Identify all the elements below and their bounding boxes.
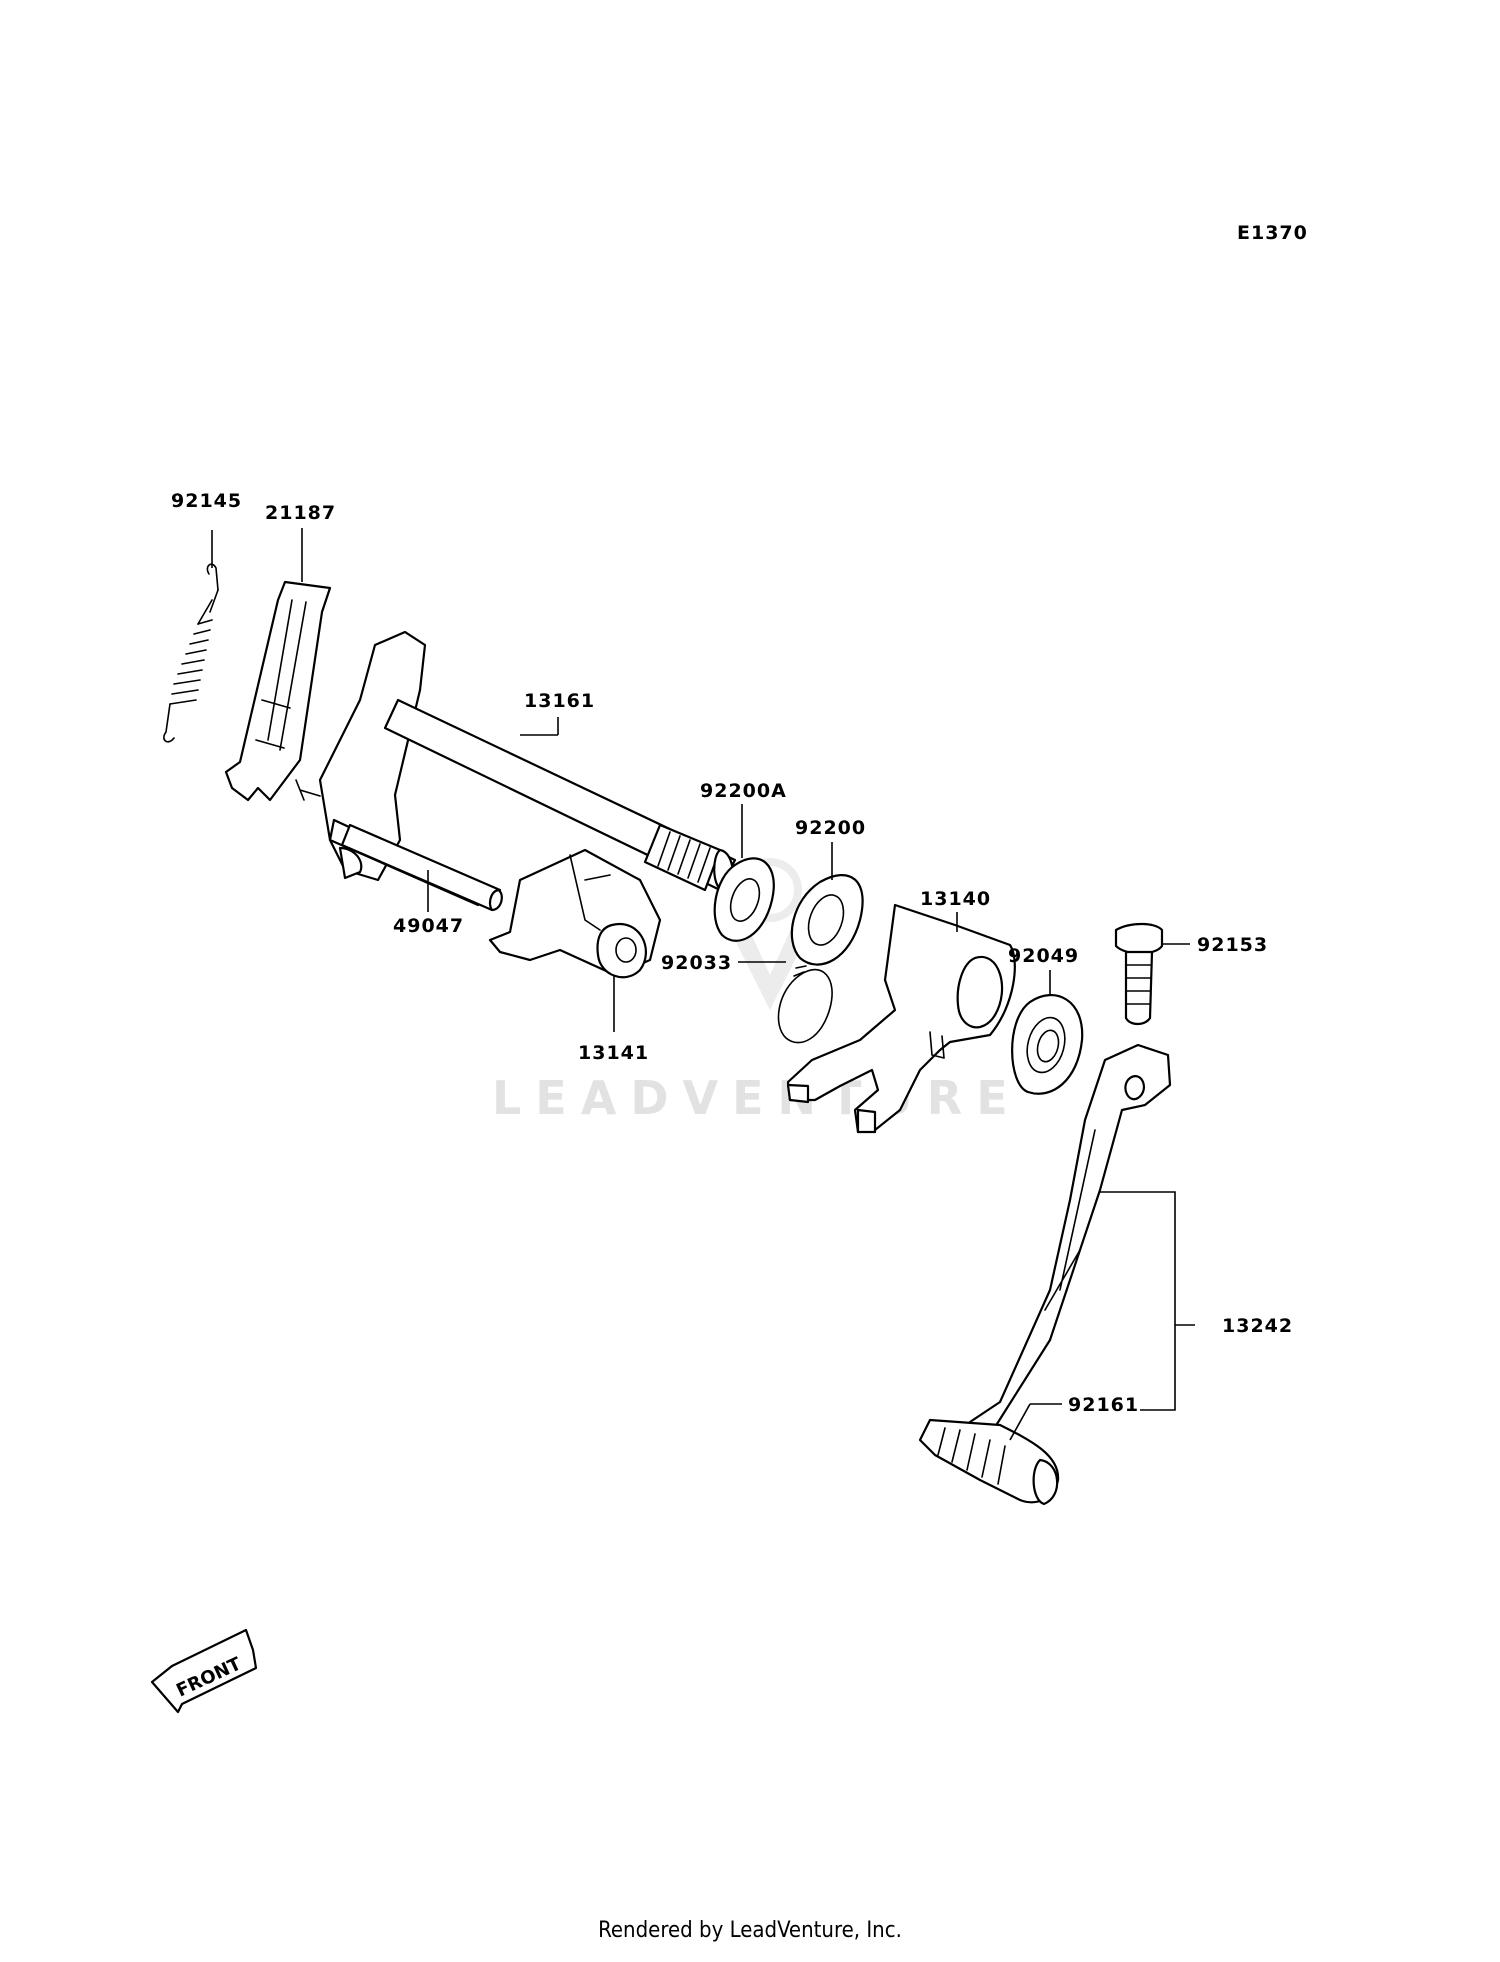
part-labels: 92145 21187 13161 92200A 92200 13140 920… — [171, 490, 1293, 1416]
label-49047: 49047 — [393, 915, 464, 937]
part-92145-spring — [163, 563, 219, 743]
part-21187-plate — [224, 580, 332, 802]
part-92161-pedal-rubber — [918, 1418, 1060, 1506]
label-13242: 13242 — [1222, 1315, 1293, 1337]
part-92200A-washer — [713, 857, 775, 942]
part-49047-pin — [340, 823, 503, 912]
label-13140: 13140 — [920, 888, 991, 910]
part-13140-shift-fork — [786, 903, 1016, 1134]
part-92200-washer — [790, 873, 864, 966]
label-13141: 13141 — [578, 1042, 649, 1064]
label-92145: 92145 — [171, 490, 242, 512]
label-92049: 92049 — [1008, 945, 1079, 967]
label-92153: 92153 — [1197, 934, 1268, 956]
label-92200: 92200 — [795, 817, 866, 839]
front-arrow-icon: FRONT — [150, 1628, 258, 1714]
label-92033: 92033 — [661, 952, 732, 974]
leader-lines — [211, 528, 1195, 1441]
part-92033-circlip — [777, 965, 833, 1044]
footer-credit: Rendered by LeadVenture, Inc. — [598, 1918, 902, 1943]
part-13141-cam — [488, 848, 662, 979]
watermark-text: LEADVENTURE — [492, 1071, 1022, 1125]
label-21187: 21187 — [265, 502, 336, 524]
label-13161: 13161 — [524, 690, 595, 712]
part-13161-shift-shaft — [295, 630, 737, 907]
diagram-code: E1370 — [1237, 222, 1308, 244]
part-92049-bearing — [1011, 993, 1084, 1095]
label-92161: 92161 — [1068, 1394, 1139, 1416]
label-92200A: 92200A — [700, 780, 787, 802]
part-92153-bolt — [1114, 922, 1164, 1026]
